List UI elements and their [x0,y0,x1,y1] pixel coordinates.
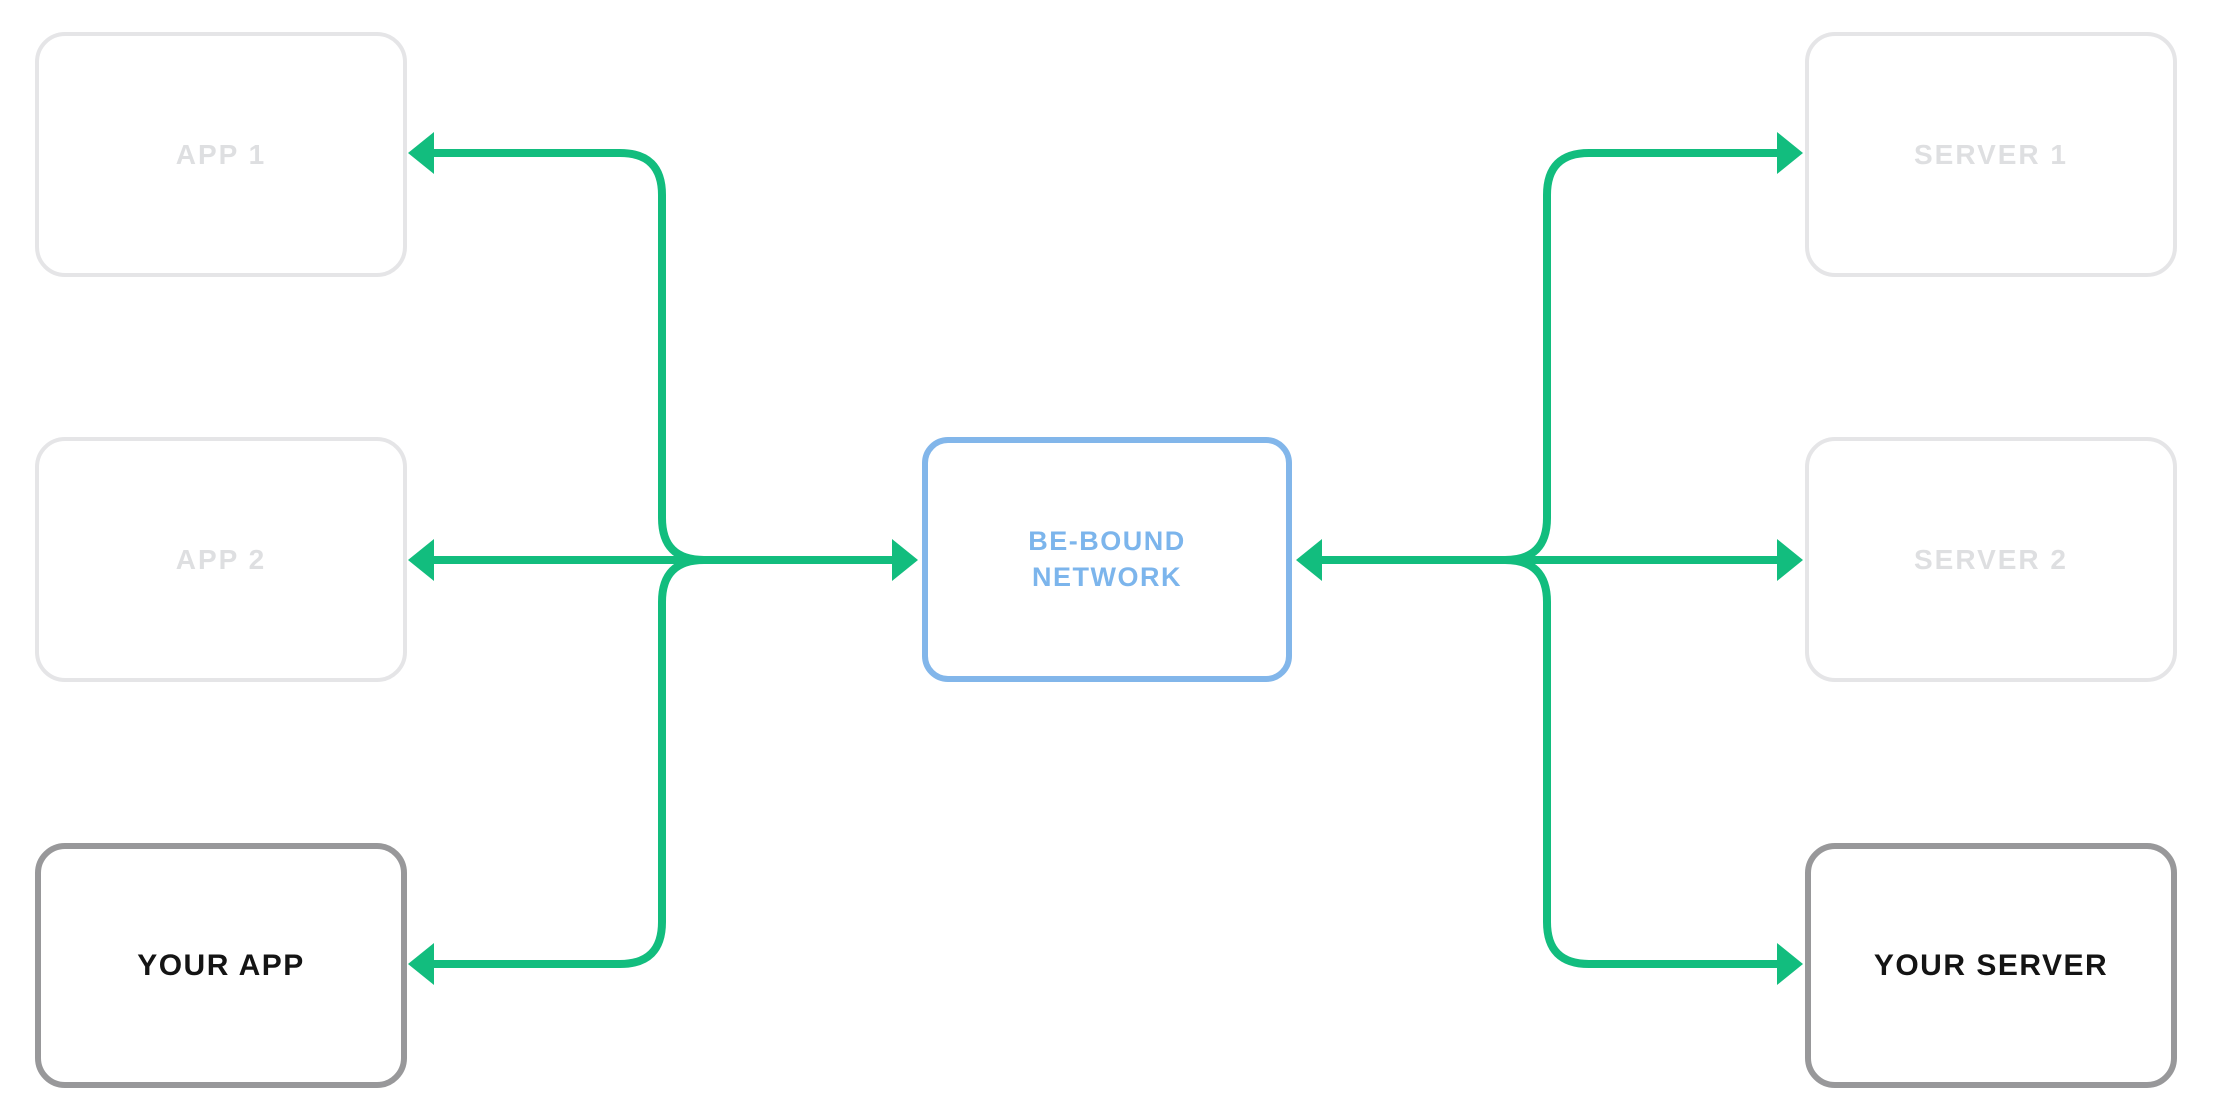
connector-your-server-branch [1504,556,1779,968]
arrowhead-into-app2-icon [408,539,434,581]
node-your-app-label: YOUR APP [137,948,305,982]
node-app1: APP 1 [35,32,407,277]
network-label-line1: BE-BOUND [1028,525,1186,556]
arrowhead-into-server1-icon [1777,132,1803,174]
node-app2: APP 2 [35,437,407,682]
node-your-server: YOUR SERVER [1805,843,2177,1088]
node-your-app: YOUR APP [35,843,407,1088]
node-app1-label: APP 1 [175,138,267,170]
node-be-bound-network: BE-BOUND NETWORK [922,437,1292,682]
connector-server1-branch [1504,149,1779,564]
arrowhead-into-your-server-icon [1777,943,1803,985]
node-server1: SERVER 1 [1805,32,2177,277]
connector-your-app-branch [432,556,705,968]
node-your-server-label: YOUR SERVER [1873,948,2109,982]
arrowhead-into-your-app-icon [408,943,434,985]
arrowhead-into-app1-icon [408,132,434,174]
node-app2-label: APP 2 [175,543,267,575]
node-server1-label: SERVER 1 [1914,138,2068,170]
network-label-line2: NETWORK [1032,561,1182,592]
node-be-bound-network-label: BE-BOUND NETWORK [1028,524,1186,596]
node-server2: SERVER 2 [1805,437,2177,682]
node-server2-label: SERVER 2 [1914,543,2068,575]
arrowhead-into-network-left-icon [892,539,918,581]
arrowhead-into-network-right-icon [1296,539,1322,581]
connector-app1-branch [432,149,705,564]
arrowhead-into-server2-icon [1777,539,1803,581]
